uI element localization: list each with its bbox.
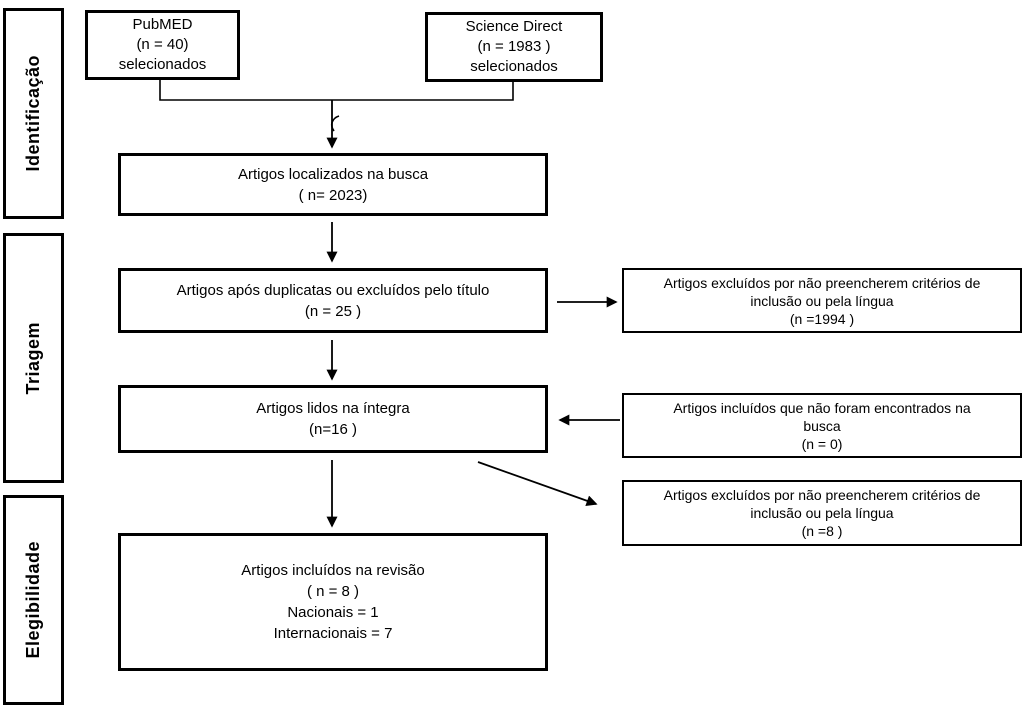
- box-articles-located: Artigos localizados na busca( n= 2023): [118, 153, 548, 216]
- box-full-text-read: Artigos lidos na íntegra(n=16 ): [118, 385, 548, 453]
- box-included-not-found: Artigos incluídos que não foram encontra…: [622, 393, 1022, 458]
- stage-label-triagem: Triagem: [23, 321, 43, 395]
- box-after-duplicates: Artigos após duplicatas ou excluídos pel…: [118, 268, 548, 333]
- source-box-pubmed: PubMED(n = 40)selecionados: [85, 10, 240, 80]
- connector-sources-merge: [159, 80, 514, 101]
- stage-box-elegibilidade: Elegibilidade: [3, 495, 64, 705]
- box-excluded-criteria-8: Artigos excluídos por não preencherem cr…: [622, 480, 1022, 546]
- box-excluded-criteria-1994: Artigos excluídos por não preencherem cr…: [622, 268, 1022, 333]
- arrow-break-squiggle: [331, 115, 340, 132]
- box-included-in-review: Artigos incluídos na revisão( n = 8 )Nac…: [118, 533, 548, 671]
- stage-label-identificacao: Identificação: [23, 55, 43, 172]
- stage-label-elegibilidade: Elegibilidade: [23, 541, 43, 659]
- arrow-fulltext-to-excluded-8: [477, 461, 598, 507]
- stage-box-triagem: Triagem: [3, 233, 64, 483]
- stage-box-identificacao: Identificação: [3, 8, 64, 219]
- source-box-science-direct: Science Direct(n = 1983 )selecionados: [425, 12, 603, 82]
